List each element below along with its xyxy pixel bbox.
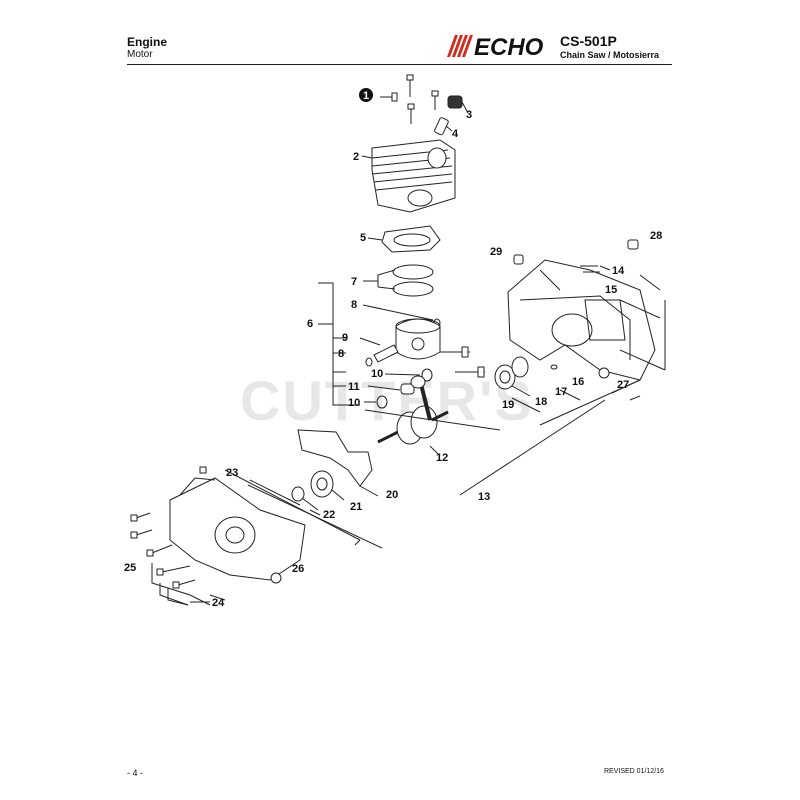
model-number: CS-501P: [560, 33, 617, 49]
callout-28: 28: [650, 230, 662, 242]
callout-3: 3: [466, 109, 472, 121]
callout-14: 14: [612, 265, 625, 277]
callout-9: 9: [342, 332, 348, 344]
page-number: - 4 -: [127, 768, 144, 778]
crankcase-bolts-left: [130, 512, 282, 589]
needle-bearing-washers: [364, 368, 433, 409]
callout-11: 11: [348, 381, 360, 393]
callout-badge: [359, 88, 373, 102]
header-rule: [127, 64, 672, 65]
spark-plug-cap: [447, 95, 469, 114]
callout-5: 5: [360, 232, 366, 244]
callout-10a: 10: [371, 368, 383, 380]
callout-10b: 10: [348, 397, 360, 409]
crankcase-right: [507, 259, 656, 381]
callout-15: 15: [605, 284, 617, 296]
svg-text:ECHO: ECHO: [474, 34, 544, 59]
crankcase-left: [169, 466, 306, 581]
oil-seal-left: [291, 486, 319, 511]
piston-rings: [363, 264, 434, 297]
callout-4: 4: [452, 128, 459, 140]
cylinder: [361, 139, 456, 213]
callout-16: 16: [572, 376, 584, 388]
callout-12: 12: [436, 452, 448, 464]
callout-29: 29: [490, 246, 502, 258]
crankshaft-bearing-right: [494, 356, 531, 397]
crankshaft-bearing-left: [310, 470, 345, 501]
product-name: Chain Saw / Motosierra: [560, 50, 660, 60]
callout-2: 2: [353, 151, 359, 163]
callout-27: 27: [617, 379, 629, 391]
callout-26: 26: [292, 563, 304, 575]
callout-18: 18: [535, 396, 547, 408]
callout-17: 17: [555, 386, 567, 398]
crankcase-bolts-right: [440, 346, 558, 378]
callout-6: 6: [307, 318, 313, 330]
callout-24: 24: [212, 597, 225, 609]
callout-7: 7: [351, 276, 357, 288]
callout-21: 21: [350, 501, 362, 513]
cylinder-gasket: [367, 225, 441, 253]
callout-20: 20: [386, 489, 398, 501]
section-title: Engine: [127, 35, 168, 49]
leader-lines: [151, 265, 666, 606]
decompression-valve: [434, 117, 453, 136]
crankcase-gasket: [297, 429, 379, 497]
callout-8a: 8: [351, 299, 357, 311]
echo-logo: ECHO: [447, 34, 544, 59]
callout-22: 22: [323, 509, 335, 521]
piston-pin: [365, 344, 399, 367]
callout-1: 1: [363, 90, 369, 102]
crankshaft: [377, 375, 449, 457]
needle-bearing: [367, 383, 415, 395]
callout-23: 23: [226, 467, 238, 479]
revision-date: REVISED 01/12/16: [604, 768, 664, 775]
section-subtitle: Motor: [127, 49, 153, 60]
cylinder-bolts: [380, 74, 439, 124]
callout-25: 25: [124, 562, 136, 574]
piston: [359, 318, 441, 360]
watermark: CUTTER'S: [240, 369, 534, 432]
callout-8b: 8: [338, 348, 344, 360]
callout-19: 19: [502, 399, 514, 411]
small-screws-right: [513, 239, 639, 379]
callout-13: 13: [478, 491, 490, 503]
